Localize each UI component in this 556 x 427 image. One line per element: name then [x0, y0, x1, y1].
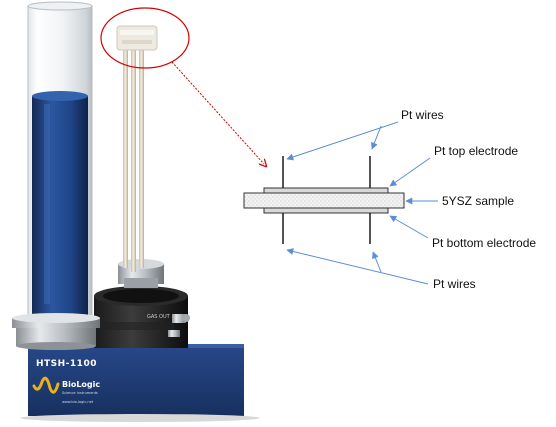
- gas-port-label: GAS OUT: [147, 314, 171, 320]
- brand-logo-icon: [32, 376, 60, 394]
- leader-pt-wires-top-left: [286, 121, 399, 161]
- label-5ysz-sample: 5YSZ sample: [442, 194, 515, 208]
- brand-label: BioLogic: [62, 380, 100, 389]
- leader-lines: [286, 121, 438, 285]
- leader-pt-wires-bottom-right: [372, 251, 382, 273]
- ysz-sample: [243, 192, 405, 209]
- electrode-rods: [123, 50, 144, 272]
- label-pt-wires-top: Pt wires: [401, 108, 444, 122]
- label-pt-bottom-electrode: Pt bottom electrode: [432, 236, 537, 250]
- device-photo: GAS OUT: [12, 1, 260, 422]
- cell-schematic: [243, 156, 405, 244]
- tube-liquid: [32, 96, 88, 318]
- glass-tube: [27, 1, 93, 325]
- callout-arrow: [171, 61, 264, 164]
- website-label: www.bio-logic.net: [62, 400, 94, 404]
- model-label: HTSH-1100: [36, 359, 97, 369]
- label-pt-wires-bottom: Pt wires: [433, 277, 476, 291]
- leader-bottom-electrode: [389, 215, 429, 239]
- brand-sub-label: Science Instruments: [62, 391, 98, 395]
- label-pt-top-electrode: Pt top electrode: [434, 144, 519, 158]
- callout-ellipse: [100, 7, 190, 69]
- leader-pt-wires-bottom-left: [286, 248, 429, 285]
- pt-top-electrode: [263, 187, 389, 194]
- connector-head: [116, 25, 158, 51]
- cell-body: GAS OUT: [94, 286, 190, 348]
- pt-bottom-electrode: [263, 207, 389, 214]
- leader-pt-wires-top-right: [371, 125, 382, 150]
- device-base-plate: [28, 344, 244, 416]
- leader-top-electrode: [389, 157, 431, 187]
